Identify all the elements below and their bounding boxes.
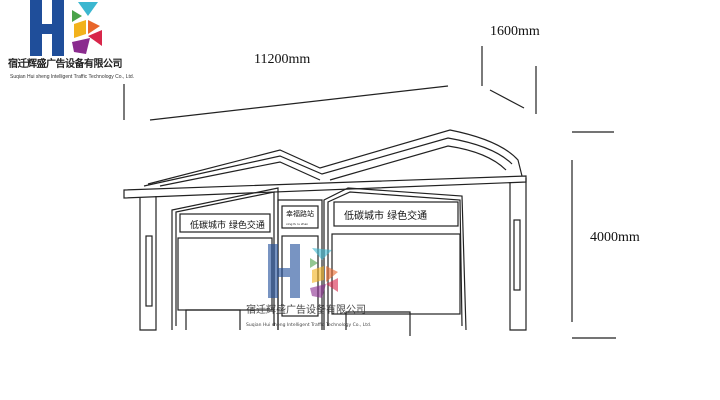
logo-company-cn: 宿迁辉盛广告设备有限公司 (8, 59, 123, 70)
shelter-posts (139, 178, 527, 331)
station-pinyin: xing fu lu zhan (286, 222, 308, 226)
logo-company-en: Suqian Hui sheng Intelligent Traffic Tec… (10, 74, 135, 80)
shelter-roof (123, 129, 527, 199)
station-name: 幸福路站 (286, 209, 314, 218)
dimension-lines (123, 46, 616, 339)
height-dimension-label: 4000mm (590, 230, 640, 245)
hs-logo-mark (30, 0, 102, 56)
right-slogan: 低碳城市 绿色交通 (344, 209, 427, 222)
watermark-company-en: Suqian Hui sheng Intelligent Traffic Tec… (246, 322, 371, 328)
company-logo: 宿迁辉盛广告设备有限公司 Suqian Hui sheng Intelligen… (0, 0, 140, 80)
depth-dimension-label: 1600mm (490, 24, 540, 39)
length-dimension-label: 11200mm (254, 52, 311, 67)
watermark-logo: 宿迁辉盛广告设备有限公司 Suqian Hui sheng Intelligen… (246, 244, 371, 328)
right-ad-panel (323, 187, 467, 336)
watermark-company-cn: 宿迁辉盛广告设备有限公司 (246, 303, 366, 316)
left-slogan: 低碳城市 绿色交通 (190, 219, 265, 231)
